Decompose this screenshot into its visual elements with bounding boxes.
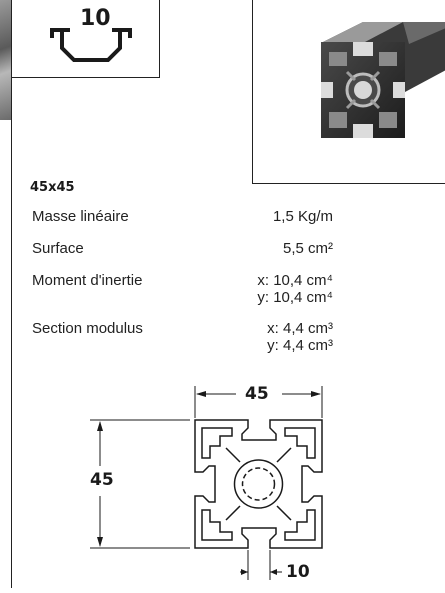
label-linear-mass: Masse linéaire: [32, 208, 129, 225]
left-border-line: [11, 0, 12, 588]
label-surface: Surface: [32, 240, 84, 257]
cross-section-svg: [90, 386, 323, 580]
left-photo-fragment: [0, 0, 12, 120]
width-dimension-label: 45: [245, 384, 269, 404]
value-surface: 5,5 cm²: [282, 240, 333, 257]
profile-photo-box: [252, 0, 445, 184]
value-inertia-x: x: 10,4 cm⁴: [257, 272, 333, 289]
value-modulus-x: x: 4,4 cm³: [267, 320, 333, 337]
label-moment-of-inertia: Moment d'inertie: [32, 272, 143, 289]
value-linear-mass: 1,5 Kg/m: [272, 208, 333, 225]
slot-icon-box: 10: [12, 0, 160, 78]
value-inertia-y: y: 10,4 cm⁴: [257, 289, 333, 306]
slot-profile-icon: [50, 28, 132, 62]
slot-dimension-label: 10: [286, 562, 310, 582]
left-margin: [0, 0, 12, 588]
label-section-modulus: Section modulus: [32, 320, 143, 337]
slot-width-label: 10: [80, 6, 111, 31]
profile-title: 45x45: [30, 180, 75, 195]
height-dimension-label: 45: [90, 470, 114, 490]
profile-cross-section-drawing: 45 45 10: [60, 378, 360, 593]
value-modulus-y: y: 4,4 cm³: [267, 337, 333, 354]
profile-3d-image: [321, 22, 445, 138]
